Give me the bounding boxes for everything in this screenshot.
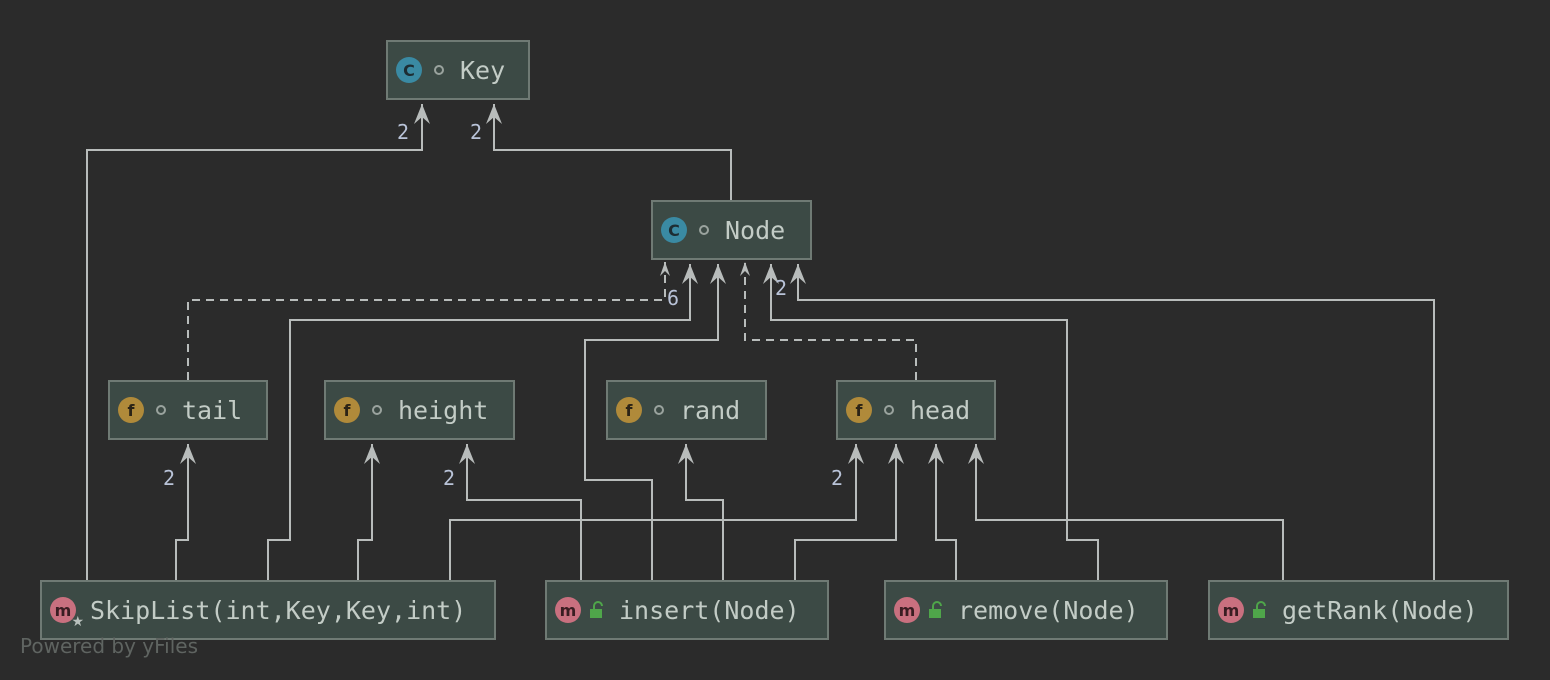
edge-label-getrank-node: 2 — [775, 276, 788, 300]
node-getrank[interactable]: m getRank(Node) — [1208, 580, 1509, 640]
node-label: rand — [680, 395, 741, 425]
node-label: remove(Node) — [958, 595, 1139, 625]
node-label: SkipList(int,Key,Key,int) — [90, 595, 467, 625]
node-label: tail — [182, 395, 243, 425]
node-key[interactable]: C Key — [386, 40, 530, 100]
node-label: Node — [725, 215, 786, 245]
edge-label-skiplist-key: 2 — [397, 120, 410, 144]
edge-skiplist-head — [449, 444, 864, 580]
node-rand[interactable]: f rand — [606, 380, 767, 440]
node-tail[interactable]: f tail — [108, 380, 268, 440]
edge-insert-height — [459, 444, 582, 580]
edge-head-node — [740, 262, 917, 380]
powered-by-footer: Powered by yFiles — [20, 634, 198, 658]
field-icon: f — [118, 397, 144, 423]
public-lock-icon — [1253, 601, 1266, 618]
edge-getrank-head — [968, 444, 1284, 580]
field-icon: f — [846, 397, 872, 423]
edge-label-tail-node: 6 — [667, 286, 680, 310]
edge-insert-head — [794, 444, 904, 580]
visibility-dot-icon — [372, 405, 382, 415]
node-label: Key — [460, 55, 506, 85]
visibility-dot-icon — [654, 405, 664, 415]
visibility-dot-icon — [884, 405, 894, 415]
public-lock-icon — [590, 601, 603, 618]
node-label: getRank(Node) — [1282, 595, 1478, 625]
node-height[interactable]: f height — [324, 380, 515, 440]
method-icon: m — [894, 597, 920, 623]
method-icon: m — [555, 597, 581, 623]
field-icon: f — [334, 397, 360, 423]
edge-label-skiplist-head: 2 — [831, 466, 844, 490]
edge-label-node-key: 2 — [470, 120, 483, 144]
edge-insert-rand — [678, 444, 724, 580]
edge-label-insert-height: 2 — [443, 466, 456, 490]
method-icon: m ★ — [50, 597, 84, 629]
edge-remove-head — [928, 444, 957, 580]
edge-skiplist-tail — [175, 444, 196, 580]
constructor-star-icon: ★ — [71, 614, 84, 630]
node-label: insert(Node) — [619, 595, 800, 625]
edge-remove-node — [763, 264, 1099, 580]
edge-label-skiplist-tail: 2 — [163, 466, 176, 490]
class-icon: C — [661, 217, 687, 243]
node-label: head — [910, 395, 971, 425]
node-label: height — [398, 395, 489, 425]
edge-skiplist-height — [357, 444, 380, 580]
public-lock-icon — [929, 601, 942, 618]
class-icon: C — [396, 57, 422, 83]
visibility-dot-icon — [156, 405, 166, 415]
edge-skiplist-key — [86, 104, 430, 580]
method-icon: m — [1218, 597, 1244, 623]
edge-node-key — [486, 104, 732, 200]
visibility-dot-icon — [699, 225, 709, 235]
node-node[interactable]: C Node — [651, 200, 812, 260]
edge-getrank-node — [790, 264, 1435, 580]
node-head[interactable]: f head — [836, 380, 996, 440]
visibility-dot-icon — [434, 65, 444, 75]
method-badge-letter: m — [54, 600, 72, 620]
edge-tail-node — [187, 262, 670, 380]
edge-skiplist-node — [267, 264, 698, 580]
node-skiplist-constructor[interactable]: m ★ SkipList(int,Key,Key,int) — [40, 580, 496, 640]
node-remove[interactable]: m remove(Node) — [884, 580, 1168, 640]
field-icon: f — [616, 397, 642, 423]
edge-insert-node — [584, 264, 726, 580]
node-insert[interactable]: m insert(Node) — [545, 580, 829, 640]
